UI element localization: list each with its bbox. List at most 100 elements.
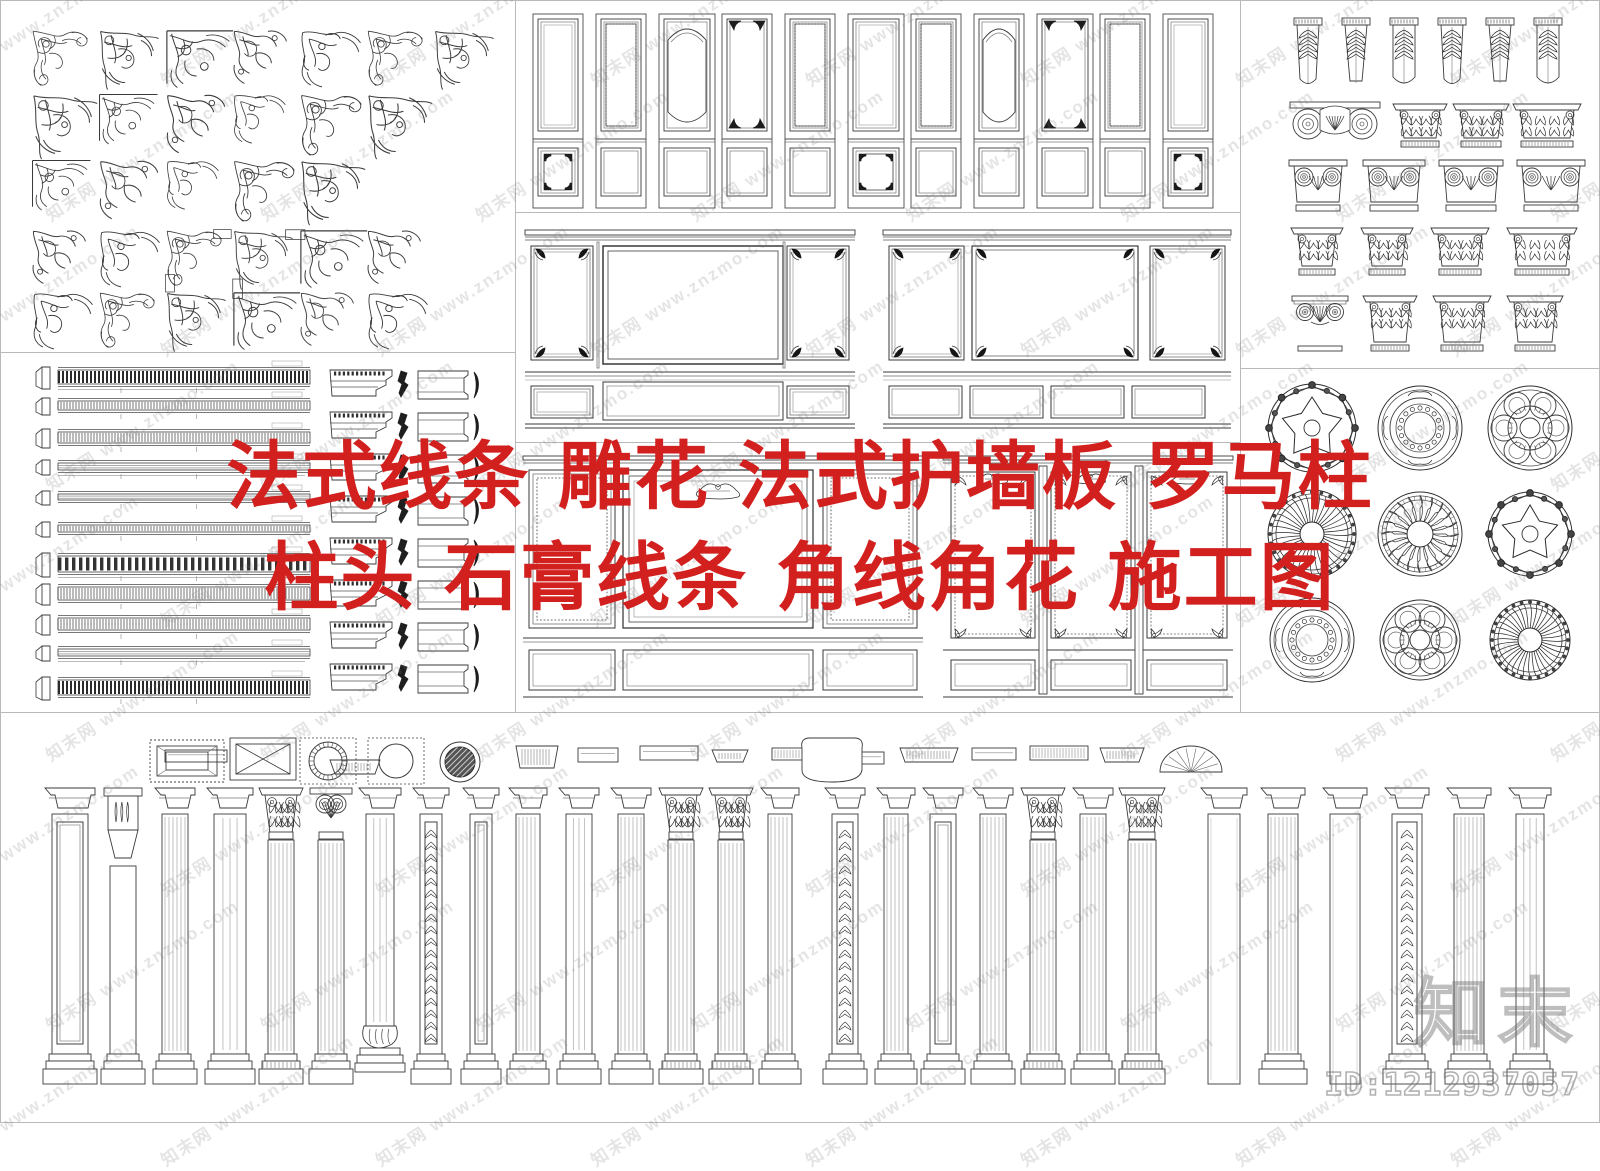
- molding-run: [35, 515, 311, 541]
- roman-column-elevation: [1444, 787, 1494, 1085]
- capital-scrolled: [1362, 159, 1426, 212]
- roman-column-elevation: [556, 787, 602, 1085]
- roman-column-elevation: [1118, 787, 1166, 1085]
- molding-run: [35, 422, 311, 452]
- wainscot-panel-unit: [595, 13, 647, 209]
- roman-column-elevation: [1200, 787, 1248, 1085]
- column-plan-view: [367, 737, 425, 785]
- capital-acanthus: [1430, 227, 1490, 276]
- capital-corinthian-ornate: [1512, 103, 1582, 148]
- column-plan-view: [229, 737, 297, 781]
- capital-corinthian: [1392, 103, 1448, 148]
- corner-ornament: [300, 292, 354, 346]
- column-plan-view: [439, 741, 481, 783]
- molding-runs: [0, 352, 516, 713]
- corner-ornament: [366, 29, 427, 87]
- wall-elevation-carved: [522, 455, 924, 698]
- corner-ornament: [31, 29, 92, 87]
- column-plan-view: [1159, 745, 1223, 773]
- molding-profile: [329, 411, 479, 442]
- molding-run: [35, 577, 311, 609]
- roman-column-elevation: [920, 787, 966, 1085]
- ceiling-medallion: [1377, 385, 1463, 471]
- column-plan-view: [1099, 747, 1145, 763]
- roman-column-elevation: [42, 787, 98, 1085]
- capital-acanthus: [1506, 227, 1578, 276]
- molding-run: [35, 639, 311, 665]
- capitals-grid: [1240, 0, 1600, 369]
- column-plan-view: [971, 747, 1017, 761]
- roman-column-elevation: [100, 787, 146, 1085]
- corner-ornament-grid: [0, 0, 516, 353]
- wall-elevation: [882, 229, 1232, 429]
- wall-elevation: [524, 229, 856, 429]
- roman-column-elevation: [758, 787, 802, 1085]
- molding-run: [35, 360, 311, 393]
- molding-profile: [329, 495, 479, 526]
- corner-ornament: [166, 30, 234, 89]
- capital-ornate: [1432, 295, 1492, 352]
- roman-column-elevation: [1258, 787, 1308, 1085]
- corbel: [1293, 17, 1323, 84]
- roman-column-elevation: [970, 787, 1016, 1085]
- roman-column-elevation: [354, 787, 406, 1073]
- corner-ornament: [167, 161, 219, 210]
- corner-ornament: [368, 293, 429, 350]
- corner-ornament: [167, 293, 227, 353]
- molding-run: [35, 391, 311, 419]
- ceiling-medallion: [1265, 381, 1359, 475]
- corner-ornament: [33, 95, 98, 160]
- capital-scrolled: [1288, 159, 1348, 212]
- corbel: [1485, 17, 1515, 83]
- ceiling-medallion: [1377, 491, 1463, 577]
- ceiling-medallion: [1267, 489, 1357, 579]
- ceiling-medallion: [1485, 489, 1575, 579]
- roman-column-elevation: [258, 787, 304, 1085]
- corner-ornament: [33, 293, 94, 350]
- column-plan-view: [711, 749, 749, 763]
- corner-ornament: [32, 230, 86, 284]
- roman-column-elevation: [1322, 787, 1368, 1085]
- wainscot-panel-unit: [973, 13, 1025, 209]
- capital-acanthus: [1290, 227, 1344, 276]
- column-plan-view: [801, 737, 863, 783]
- ceiling-medallion: [1487, 385, 1573, 471]
- roman-column-elevation: [874, 787, 918, 1085]
- molding-run: [35, 546, 311, 581]
- roman-column-elevation: [708, 787, 754, 1085]
- corbel: [1389, 17, 1419, 84]
- molding-profile: [329, 369, 479, 400]
- roman-column-elevation: [658, 787, 704, 1085]
- corner-ornament: [100, 31, 160, 91]
- roman-column-elevation: [152, 787, 198, 1085]
- wainscot-panel-unit: [1099, 13, 1151, 209]
- capital-scrolled: [1516, 159, 1586, 212]
- capital-ornate: [1506, 295, 1564, 352]
- corner-ornament: [234, 95, 286, 144]
- roman-column-elevation: [1382, 787, 1432, 1085]
- wainscot-panel-unit: [658, 13, 716, 209]
- column-plan-view: [329, 759, 381, 775]
- corner-ornament: [99, 160, 159, 220]
- ceiling-medallion: [1489, 599, 1571, 681]
- wall-elevations-lower: [515, 442, 1241, 713]
- column-plan-view: [164, 749, 228, 763]
- corner-ornament: [98, 291, 159, 349]
- corner-ornament: [367, 230, 421, 284]
- roman-columns-row: [0, 712, 1600, 1123]
- wainscot-panel-unit: [532, 13, 584, 209]
- corner-ornament: [100, 231, 161, 288]
- roman-column-elevation: [1070, 787, 1116, 1085]
- capital-scrolled: [1438, 159, 1504, 212]
- roman-column-elevation: [506, 787, 550, 1085]
- wall-elevations-upper: [515, 212, 1241, 443]
- capital-ornate: [1362, 295, 1418, 352]
- corner-ornament: [300, 230, 368, 289]
- column-plan-view: [899, 747, 959, 763]
- corner-ornament: [233, 30, 287, 84]
- corner-ornament: [166, 94, 226, 154]
- roman-column-elevation: [308, 787, 354, 1085]
- molding-run: [35, 453, 311, 479]
- roman-column-elevation: [822, 787, 868, 1085]
- corbel: [1341, 17, 1371, 83]
